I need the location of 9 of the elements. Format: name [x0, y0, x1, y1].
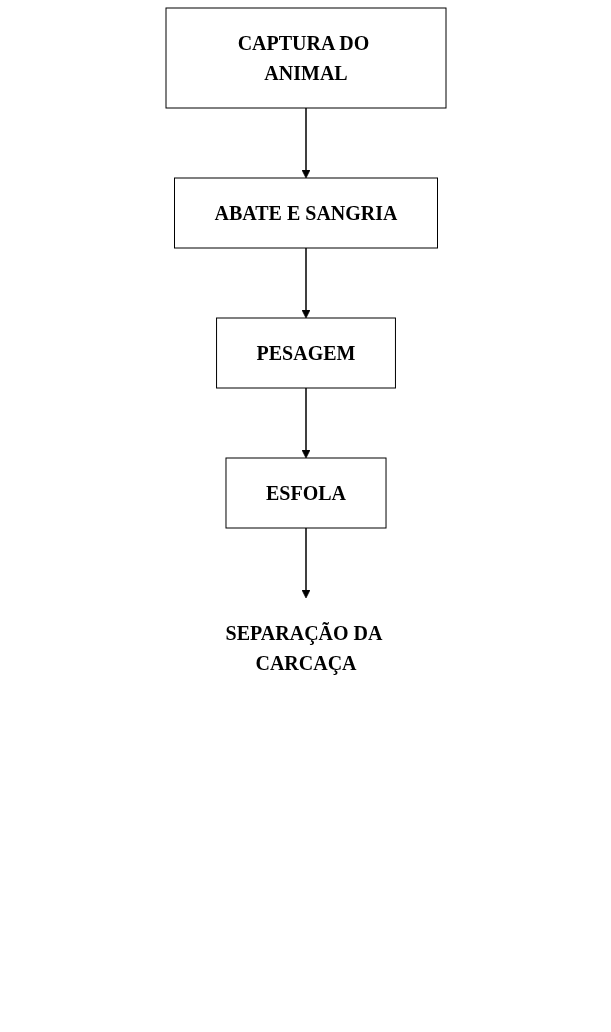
- node-box: CAPTURA DO ANIMAL: [165, 7, 446, 109]
- arrow: [301, 247, 310, 319]
- arrow: [301, 527, 310, 599]
- node-text: SEPARAÇÃO DA CARCAÇA: [225, 622, 381, 674]
- arrow: [301, 107, 310, 179]
- node-box: PESAGEM: [215, 317, 396, 389]
- arrow: [301, 387, 310, 459]
- node-box: ESFOLA: [225, 457, 386, 529]
- node-box: ABATE E SANGRIA: [173, 177, 438, 249]
